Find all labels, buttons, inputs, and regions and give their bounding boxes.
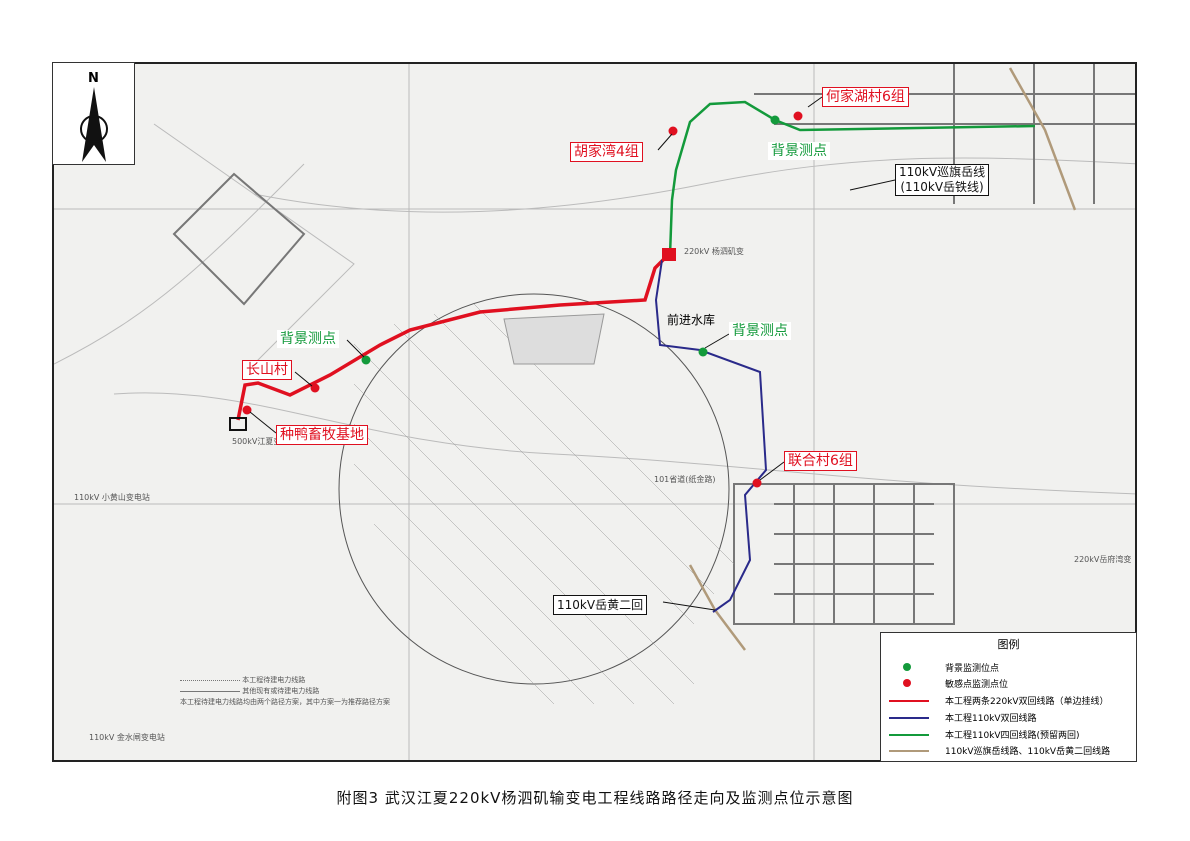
legend-item: 本工程110kV双回线路: [881, 711, 1136, 725]
map-notes: 本工程待建电力线路 其他现有或待建电力线路 本工程待建电力线路均由两个路径方案，…: [180, 675, 390, 708]
route-110kv-xunqi: [1008, 67, 1077, 211]
bg-point-3: [698, 347, 708, 357]
label-changshan: 长山村: [242, 360, 292, 380]
legend-label: 本工程两条220kV双回线路（单边挂线）: [945, 697, 1109, 707]
legend-title: 图例: [997, 638, 1020, 651]
map-text-jinshuizha: 110kV 金水闸变电站: [89, 733, 165, 742]
red-line-icon: [889, 700, 929, 702]
blue-line-icon: [889, 717, 929, 719]
label-lianhe: 联合村6组: [784, 451, 857, 471]
route-110kv-blue: [654, 259, 768, 613]
sensitive-point-lianhe: [752, 478, 762, 488]
map-text-yangsiji: 220kV 杨泗矶变: [684, 247, 744, 256]
green-dot-icon: [903, 663, 911, 671]
label-hujiawan: 胡家湾4组: [570, 142, 643, 162]
label-bg-2: 背景测点: [277, 330, 339, 348]
label-bg-1: 背景测点: [768, 142, 830, 160]
route-110kv-green: [668, 100, 1036, 256]
green-line-icon: [889, 734, 929, 736]
red-dot-icon: [903, 679, 911, 687]
legend-item: 本工程两条220kV双回线路（单边挂线）: [881, 694, 1136, 708]
label-hejiahu: 何家湖村6组: [822, 87, 909, 107]
label-zhongya: 种鸭畜牧基地: [276, 425, 368, 445]
bg-point-1: [770, 115, 780, 125]
note-existing: 其他现有或待建电力线路: [180, 686, 390, 697]
north-arrow: N: [52, 62, 135, 165]
sensitive-point-changshan: [310, 383, 320, 393]
map-text-road101: 101省道(纸金路): [654, 475, 716, 484]
sensitive-point-hejiahu: [793, 111, 803, 121]
map-text-jiangxia: 500kV江夏变: [232, 437, 282, 446]
legend-item: 背景监测位点: [881, 661, 1136, 675]
note-existing-text: 其他现有或待建电力线路: [242, 687, 320, 695]
legend-label: 敏感点监测点位: [945, 680, 1009, 690]
legend-label: 本工程110kV四回线路(预留两回): [945, 731, 1080, 741]
label-bg-3: 背景测点: [729, 322, 791, 340]
legend-item: 敏感点监测点位: [881, 677, 1136, 691]
sensitive-point-zhongya: [242, 405, 252, 415]
monitoring-points: [242, 111, 803, 488]
figure-caption: 附图3 武汉江夏220kV杨泗矶输变电工程线路路径走向及监测点位示意图: [336, 789, 854, 807]
label-xunqi: 110kV巡旗岳线(110kV岳铁线): [895, 164, 990, 196]
note-scheme: 本工程待建电力线路均由两个路径方案，其中方案一为推荐路径方案: [180, 698, 390, 706]
note-planned: 本工程待建电力线路: [180, 675, 390, 686]
legend-label: 110kV巡旗岳线路、110kV岳黄二回线路: [945, 747, 1111, 757]
label-qianjin: 前进水库: [667, 313, 716, 327]
substation-yangsiji-icon: [662, 248, 676, 261]
legend: 图例 背景监测位点 敏感点监测点位 本工程两条220kV双回线路（单边挂线） 本…: [880, 632, 1137, 762]
label-xunqi-2: (110kV岳铁线): [900, 180, 984, 194]
sensitive-point-hujiawan: [668, 126, 678, 136]
label-yuehuang: 110kV岳黄二回: [553, 595, 648, 615]
compass-icon: [80, 87, 108, 162]
map-text-xianfeng: 220kV岳府湾变: [1074, 555, 1132, 564]
bg-point-2: [361, 355, 371, 365]
route-220kv-red: [236, 253, 670, 421]
legend-item: 本工程110kV四回线路(预留两回): [881, 728, 1136, 742]
brown-line-icon: [889, 750, 929, 752]
label-xunqi-1: 110kV巡旗岳线: [899, 165, 986, 179]
map-text-xiaohuangshan: 110kV 小黄山变电站: [74, 493, 150, 502]
legend-label: 背景监测位点: [945, 664, 1000, 674]
north-label: N: [88, 71, 99, 86]
legend-label: 本工程110kV双回线路: [945, 714, 1037, 724]
note-planned-text: 本工程待建电力线路: [242, 676, 306, 684]
legend-item: 110kV巡旗岳线路、110kV岳黄二回线路: [881, 744, 1136, 758]
substation-jiangxia-icon: [229, 417, 247, 431]
